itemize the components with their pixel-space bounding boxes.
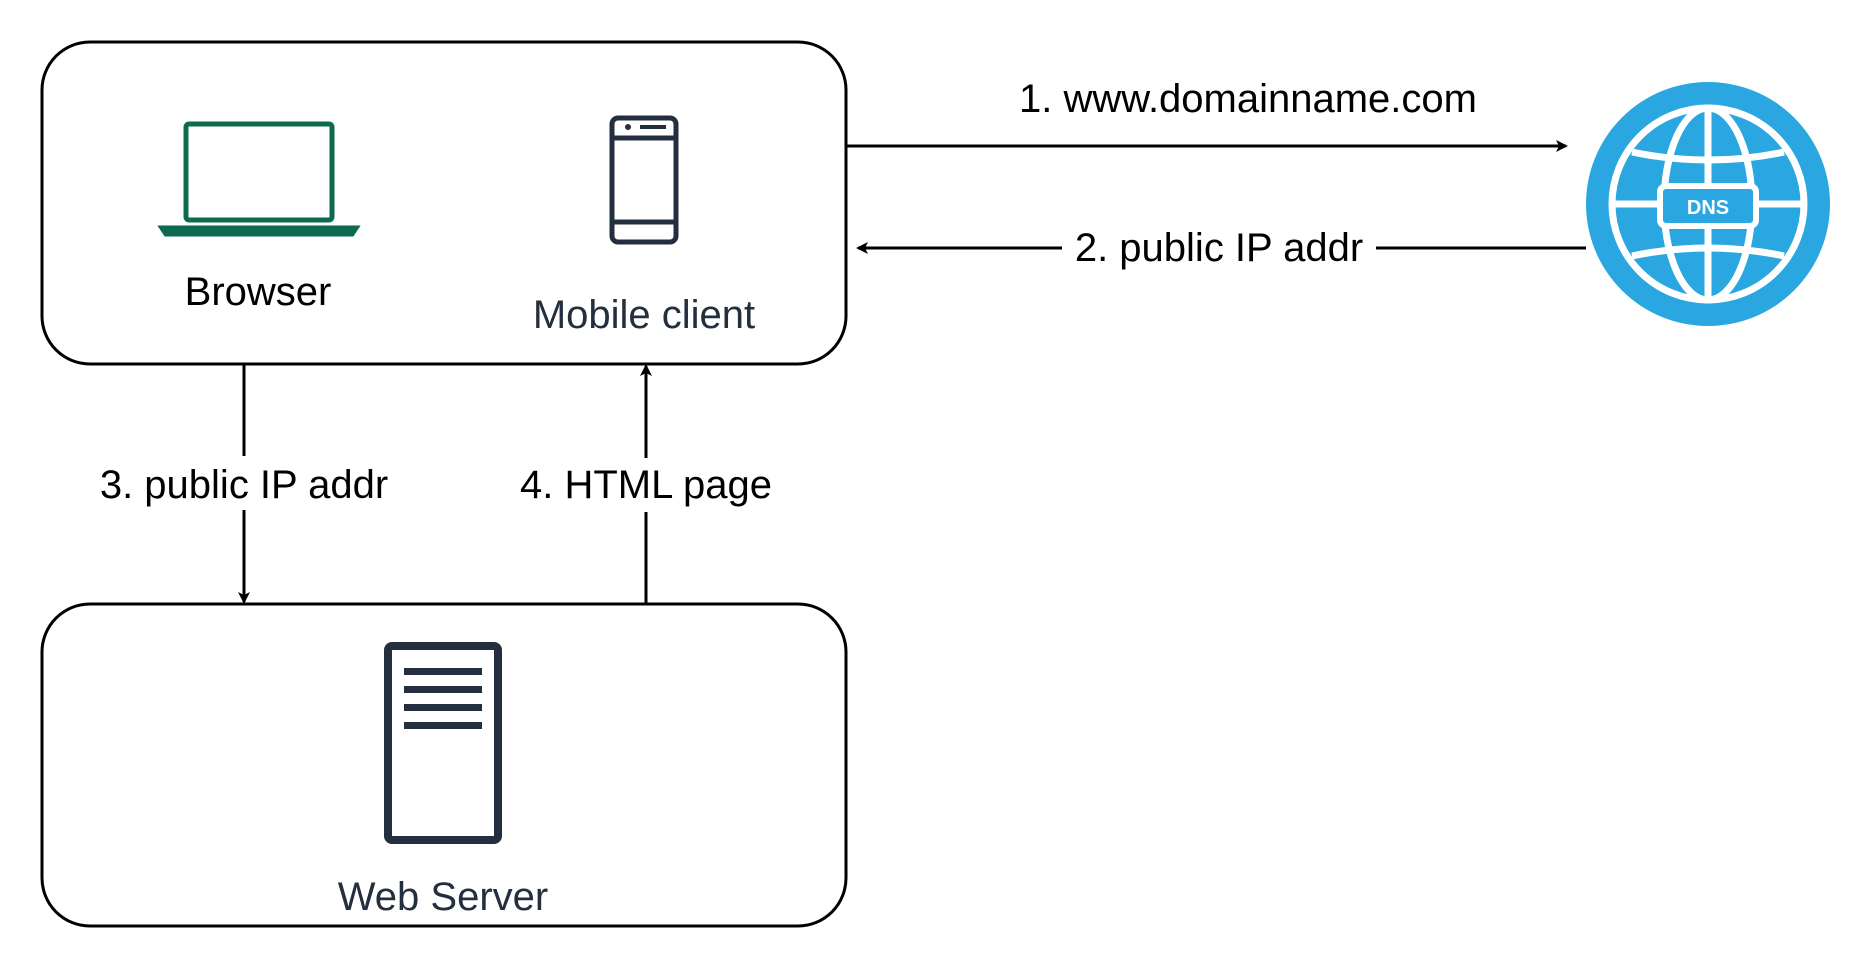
dns-globe-icon[interactable]: DNS (1586, 82, 1830, 326)
server-icon (384, 642, 502, 844)
mobile-phone-icon (609, 115, 679, 245)
browser-label: Browser (185, 270, 332, 314)
dns-icon-text: DNS (1687, 197, 1729, 219)
edge-1-label: 1. www.domainname.com (1019, 77, 1477, 121)
edge-3-label: 3. public IP addr (100, 463, 388, 507)
web-server-box[interactable] (40, 602, 848, 928)
web-server-label: Web Server (338, 875, 548, 919)
mobile-client-label: Mobile client (533, 293, 755, 337)
edge-4-label: 4. HTML page (520, 463, 772, 507)
laptop-icon (157, 121, 361, 237)
edge-2-label: 2. public IP addr (1075, 226, 1363, 270)
